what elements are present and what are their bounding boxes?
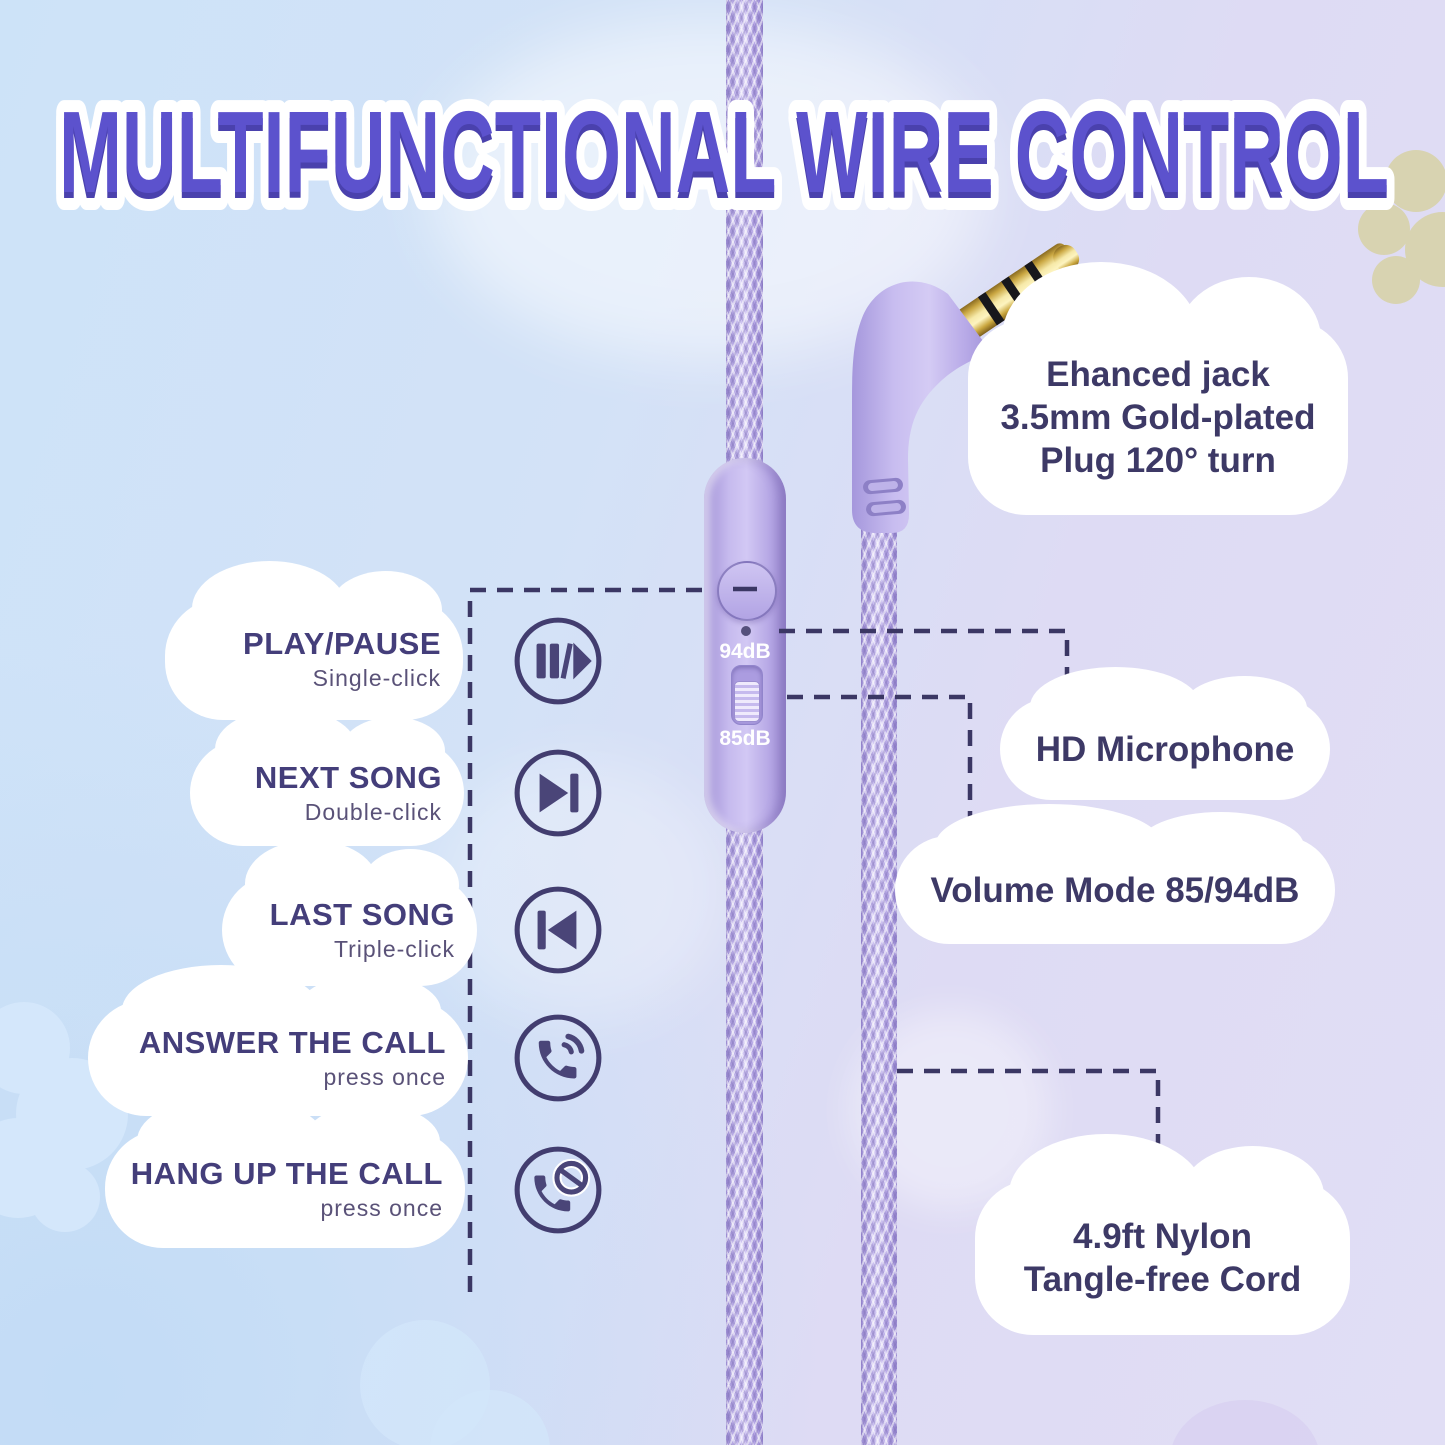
volume-mode-high-label: 94dB [719,640,771,663]
cloud-last-song: LAST SONG Triple-click [222,840,477,986]
last-song-label: LAST SONG [269,897,455,932]
answer-call-label: ANSWER THE CALL [138,1025,446,1060]
mic-callout-line [779,628,1070,704]
play-pause-label: PLAY/PAUSE [243,626,441,661]
volume-callout-line [787,694,973,840]
butterfly-shape [1385,150,1445,212]
butterfly-shape [30,1162,100,1232]
cloud-hang-up-call: HANG UP THE CALL press once [105,1094,465,1248]
title-banner: MULTIFUNCTIONAL WIRE CONTROL MULTIFUNCTI… [47,75,1401,235]
cloud-hd-microphone: HD Microphone [1000,667,1330,800]
last-song-sub: Triple-click [333,936,455,962]
butterfly-shape [1358,203,1410,255]
jack-vent-slits [863,477,906,517]
volume-mode-label: Volume Mode 85/94dB [930,870,1300,910]
cord-info-line1: 4.9ft Nylon [1073,1216,1252,1256]
jack-elbow-body [852,281,992,533]
jack-info-line1: Ehanced jack [1046,355,1270,394]
hd-microphone-label: HD Microphone [1035,729,1295,769]
hang-up-call-icon [511,1143,605,1237]
cloud-volume-mode: Volume Mode 85/94dB [895,803,1335,944]
hang-up-call-sub: press once [320,1195,443,1221]
play-pause-icon [511,614,605,708]
volume-switch-knob [734,681,760,722]
jack-info-line3: Plug 120° turn [1040,441,1276,480]
next-song-icon [511,746,605,840]
soft-cloud-blob [430,760,730,1020]
page-title: MULTIFUNCTIONAL WIRE CONTROL [59,93,1389,223]
left-bracket-line [467,587,710,1292]
cloud-jack-info: Ehanced jack 3.5mm Gold-plated Plug 120°… [968,261,1348,515]
cloud-next-song: NEXT SONG Double-click [190,708,464,846]
answer-call-icon [511,1011,605,1105]
last-song-icon [511,883,605,977]
page-title: MULTIFUNCTIONAL WIRE CONTROL [59,87,1389,217]
page-title: MULTIFUNCTIONAL WIRE CONTROL [59,87,1389,217]
microphone-hole [741,626,751,636]
next-song-label: NEXT SONG [254,760,442,795]
hang-up-call-label: HANG UP THE CALL [130,1156,443,1191]
jack-cable [861,518,897,1445]
cloud-play-pause: PLAY/PAUSE Single-click [165,561,463,720]
cloud-cord-info: 4.9ft Nylon Tangle-free Cord [975,1133,1350,1335]
play-pause-sub: Single-click [312,665,441,691]
butterfly-shape [1372,256,1420,304]
next-song-sub: Double-click [304,799,442,825]
inline-remote: 94dB 85dB [704,458,786,833]
jack-info-line2: 3.5mm Gold-plated [1000,398,1316,437]
cloud-answer-call: ANSWER THE CALL press once [88,965,468,1116]
cord-info-line2: Tangle-free Cord [1023,1259,1302,1299]
answer-call-sub: press once [323,1064,446,1090]
volume-mode-switch [731,665,763,725]
volume-mode-low-label: 85dB [719,727,771,750]
page-title: MULTIFUNCTIONAL WIRE CONTROL [59,93,1389,223]
